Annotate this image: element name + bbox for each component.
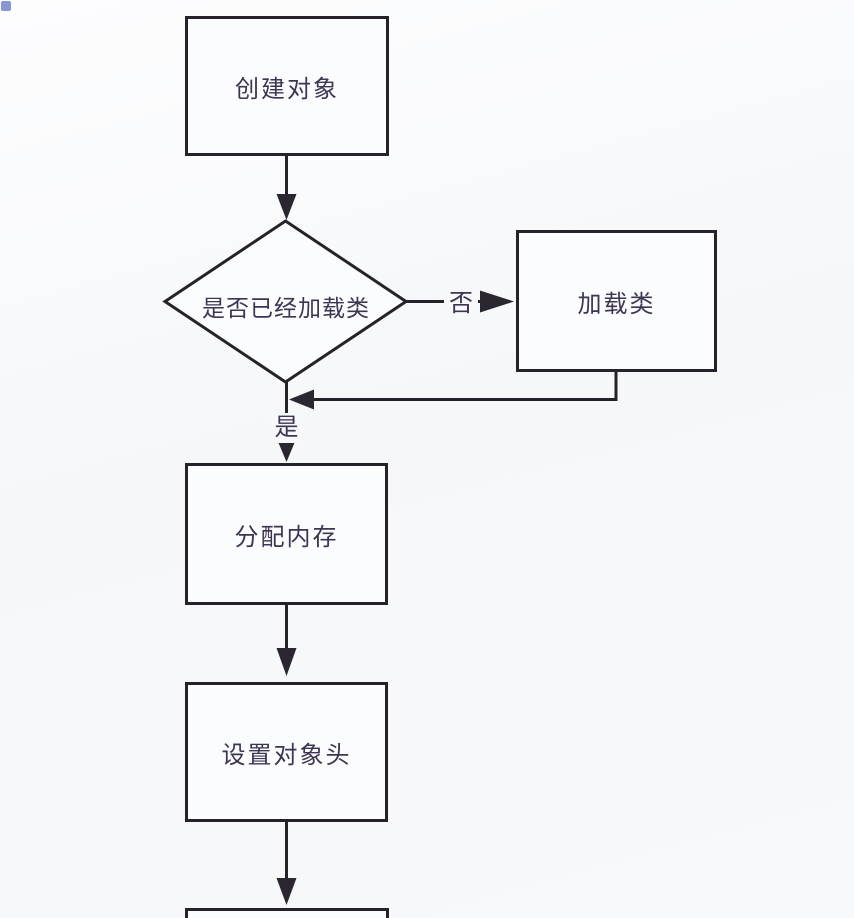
node-load-class-label: 加载类 bbox=[577, 290, 656, 318]
node-allocate-memory-label: 分配内存 bbox=[234, 523, 339, 551]
node-allocate-memory: 分配内存 bbox=[185, 463, 388, 605]
corner-mark bbox=[1, 1, 11, 11]
edge-yes-branch-arrowhead-icon bbox=[276, 438, 297, 462]
edge-header-to-next-arrowhead-icon bbox=[276, 878, 297, 905]
node-load-class: 加载类 bbox=[516, 230, 717, 372]
node-create-object: 创建对象 bbox=[185, 16, 389, 156]
edge-label-no: 否 bbox=[444, 289, 478, 321]
edge-alloc-to-header-arrowhead-icon bbox=[276, 648, 297, 676]
edge-no-branch-arrowhead-icon bbox=[480, 290, 514, 313]
edge-label-yes: 是 bbox=[270, 413, 303, 443]
node-set-object-header-label: 设置对象头 bbox=[221, 741, 352, 769]
node-create-object-label: 创建对象 bbox=[235, 75, 339, 103]
edge-load-class-return-arrowhead-icon bbox=[289, 389, 314, 410]
node-set-object-header: 设置对象头 bbox=[185, 682, 388, 822]
edge-create-to-decision-arrowhead-icon bbox=[276, 194, 297, 220]
node-next-step-partial bbox=[185, 908, 389, 918]
edge-load-class-return-line bbox=[312, 371, 618, 401]
decision-is-class-loaded-label: 是否已经加载类 bbox=[202, 295, 370, 321]
